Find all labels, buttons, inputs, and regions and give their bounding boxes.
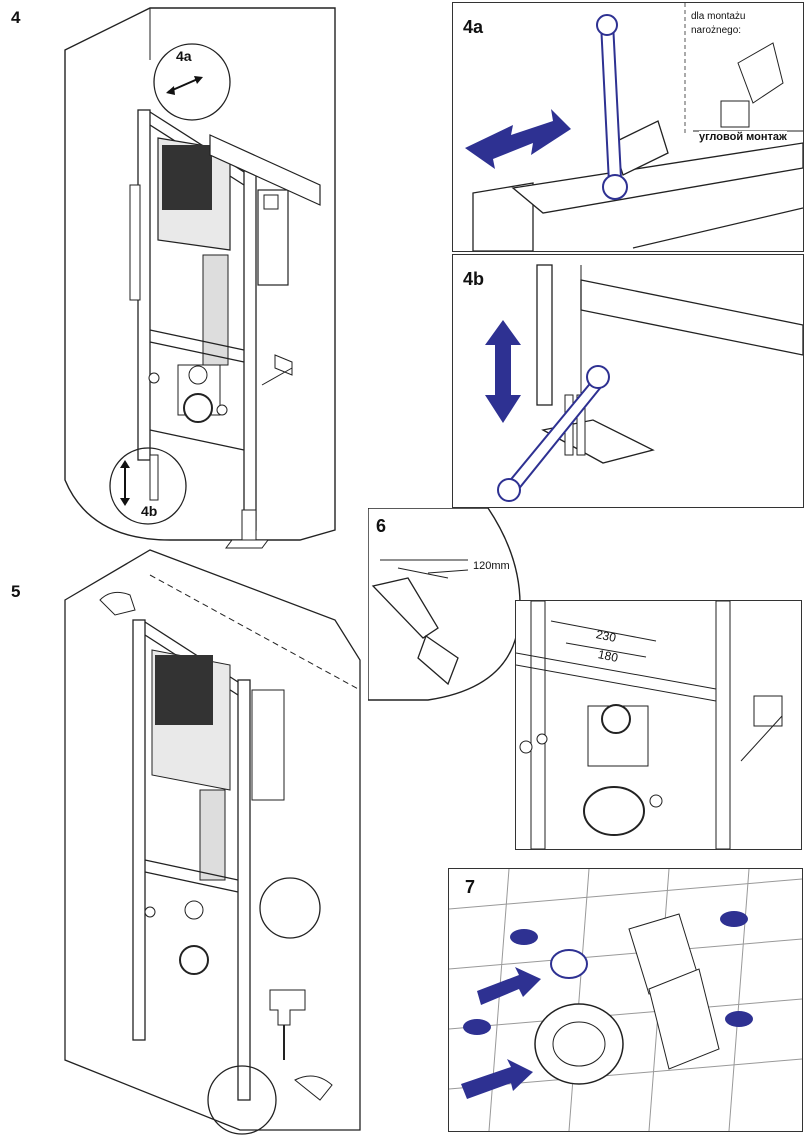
panel-4a-drawing [465, 3, 803, 251]
panel-6-drawing [368, 508, 521, 701]
panel-4a-note-line1: dla montażu [691, 11, 746, 22]
panel-4b-label: 4b [463, 269, 485, 289]
step-number-4: 4 [11, 8, 21, 27]
panel-6-measure: 120mm [473, 560, 510, 572]
callout-label-4b: 4b [141, 503, 158, 519]
panel-4a-corner-text: угловой монтаж [699, 131, 787, 143]
panel-4b-drawing [485, 264, 803, 502]
panel-4a-note-line2: narożnego: [691, 25, 742, 36]
panel-4a: 4a dla montażu narożnego: угловой монтаж [452, 2, 804, 252]
panel-7: 7 [448, 868, 803, 1132]
panel-6-label: 6 [376, 516, 387, 536]
panel-4b: 4b [452, 254, 804, 508]
callout-label-4a: 4a [176, 48, 192, 64]
panel-4a-label: 4a [463, 17, 484, 37]
panel-6: 6 120mm [368, 508, 521, 703]
panel-7-drawing [449, 869, 802, 1131]
step-number-5: 5 [11, 582, 21, 601]
panel-dimensions: 230 180 [515, 600, 802, 850]
panel-7-label: 7 [465, 877, 476, 897]
panel-dimensions-drawing [516, 601, 783, 849]
